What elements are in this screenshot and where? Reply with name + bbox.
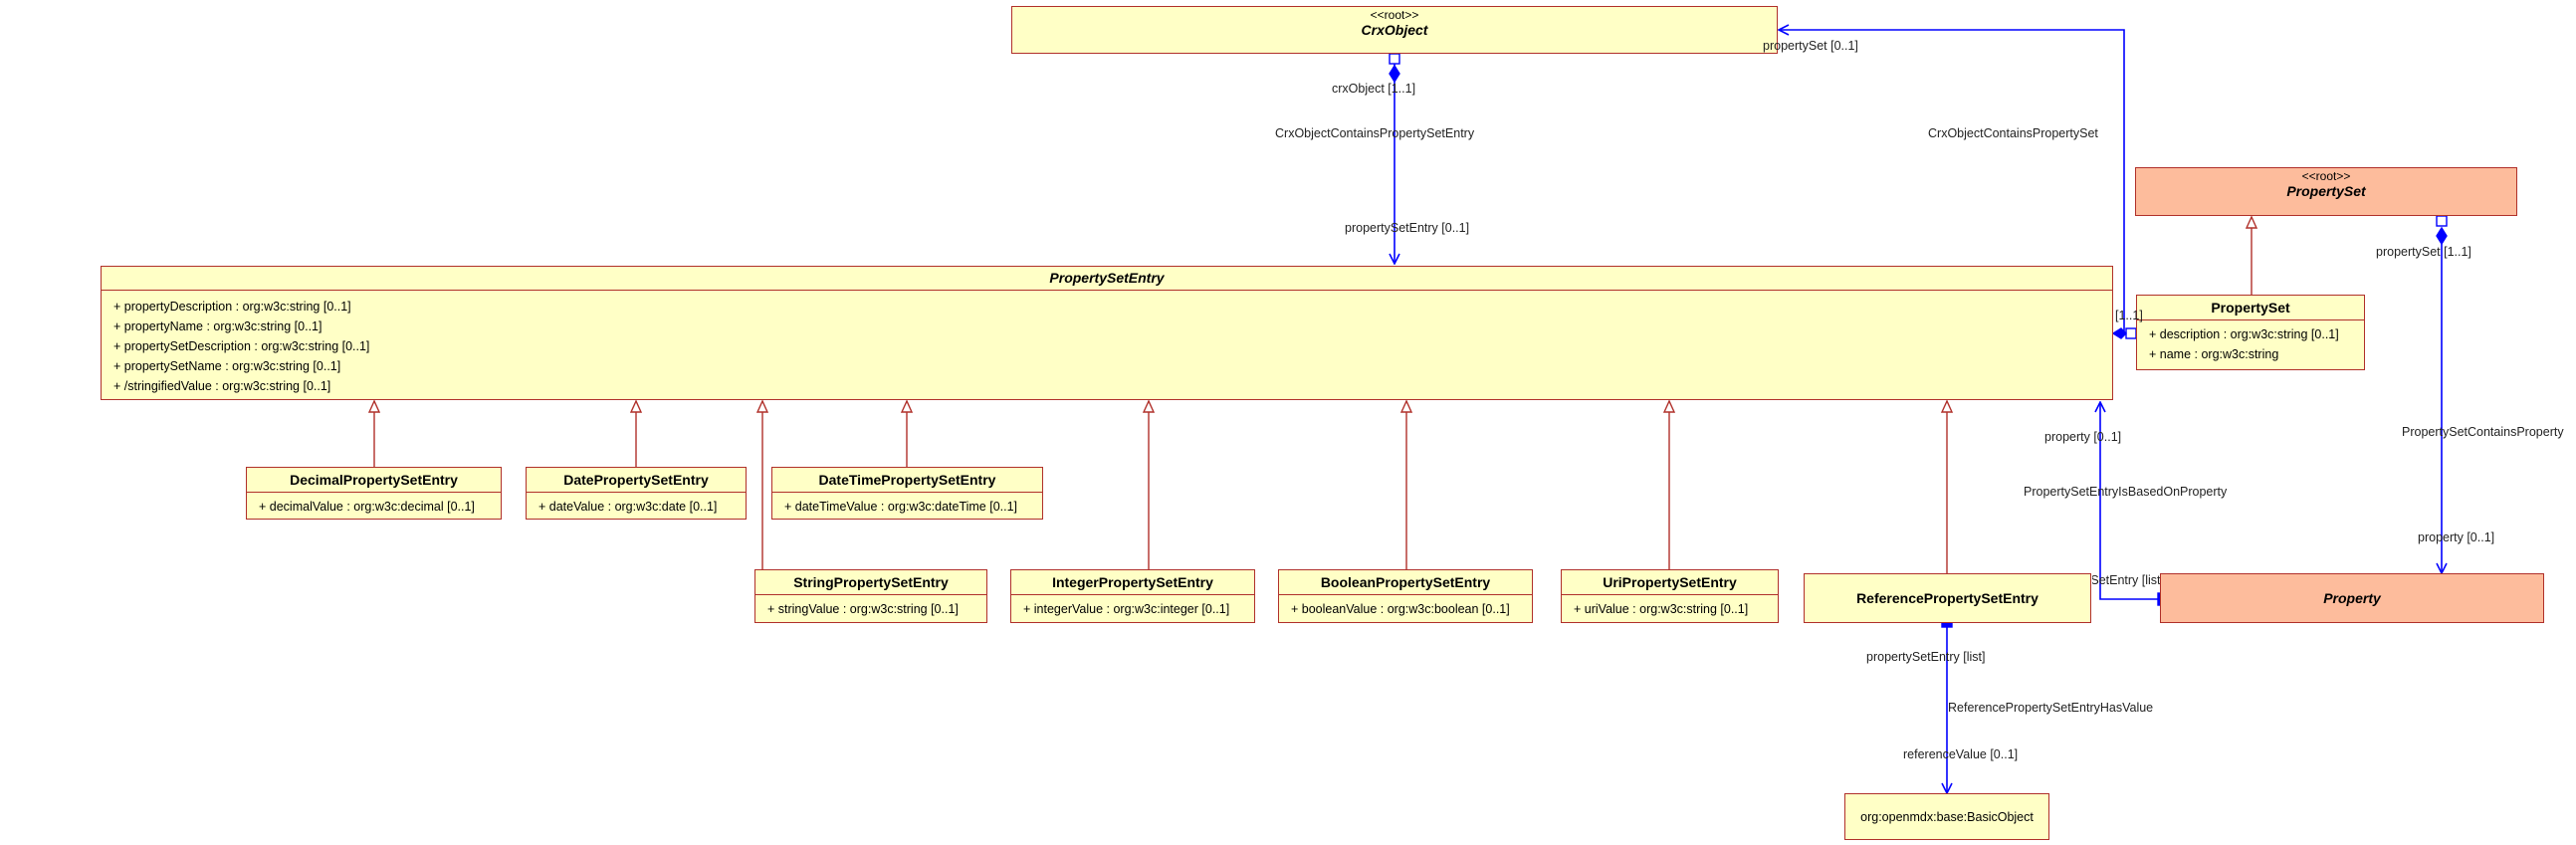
attribute-list: + dateValue : org:w3c:date [0..1] (527, 492, 746, 521)
attribute: + dateValue : org:w3c:date [0..1] (538, 500, 718, 514)
refvalue-multiplicity-label: referenceValue [0..1] (1903, 747, 2019, 761)
attribute-list: + uriValue : org:w3c:string [0..1] (1562, 594, 1778, 623)
class-integer-pse[interactable]: IntegerPropertySetEntry + integerValue :… (1010, 569, 1255, 623)
pse-list-multiplicity-label: propertySetEntry [list] (2092, 573, 2160, 587)
gen-tri-decimal (367, 399, 381, 413)
class-name: IntegerPropertySetEntry (1052, 574, 1213, 590)
crxobject-port (1389, 53, 1400, 65)
attribute-list: + stringValue : org:w3c:string [0..1] (755, 594, 986, 623)
generalization-lines (373, 228, 2253, 573)
attribute: + propertySetDescription : org:w3c:strin… (113, 339, 370, 353)
stereotype-label: <<root>> (1370, 8, 1419, 22)
gen-tri-boolean (1399, 399, 1413, 413)
class-date-pse[interactable]: DatePropertySetEntry + dateValue : org:w… (526, 467, 747, 520)
class-name: DateTimePropertySetEntry (818, 472, 996, 488)
propertyset-port (2125, 327, 2137, 339)
attribute: + stringValue : org:w3c:string [0..1] (767, 602, 959, 616)
ps-root-composition-diamond (2436, 226, 2448, 246)
assoc-propertyset-property-label: PropertySetContainsProperty (2402, 425, 2564, 439)
class-uri-pse[interactable]: UriPropertySetEntry + uriValue : org:w3c… (1561, 569, 1779, 623)
gen-tri-reference (1940, 399, 1954, 413)
pse-composition-diamond (2111, 327, 2127, 339)
class-name: BooleanPropertySetEntry (1320, 574, 1491, 590)
pse-list-label-clip: propertySetEntry [list] (2092, 573, 2160, 591)
class-name: UriPropertySetEntry (1603, 574, 1737, 590)
propertyset-multiplicity-label: propertySet [0..1] (1763, 39, 1858, 53)
ps-root-multiplicity-label: propertySet [1..1] (2376, 245, 2471, 259)
class-name: ReferencePropertySetEntry (1856, 590, 2039, 606)
class-name: DatePropertySetEntry (563, 472, 709, 488)
attribute: + description : org:w3c:string [0..1] (2149, 327, 2339, 341)
class-property[interactable]: Property (2160, 573, 2544, 623)
class-name: PropertySet (2286, 183, 2366, 199)
class-datetime-pse[interactable]: DateTimePropertySetEntry + dateTimeValue… (771, 467, 1043, 520)
crxobject-multiplicity-label: crxObject [1..1] (1332, 82, 1416, 96)
attribute: + /stringifiedValue : org:w3c:string [0.… (113, 379, 331, 393)
class-name: CrxObject (1361, 22, 1428, 38)
association-lines (1395, 30, 2442, 793)
attribute-list: + integerValue : org:w3c:integer [0..1] (1011, 594, 1254, 623)
gen-tri-uri (1662, 399, 1676, 413)
attribute: + name : org:w3c:string (2149, 347, 2279, 361)
attribute: + propertySetName : org:w3c:string [0..1… (113, 359, 341, 373)
assoc-pse-property-label: PropertySetEntryIsBasedOnProperty (2024, 485, 2228, 499)
attribute-list: + description : org:w3c:string [0..1] + … (2137, 319, 2364, 368)
gen-tri-datetime (900, 399, 914, 413)
assoc-reference-basicobject-label: ReferencePropertySetEntryHasValue (1948, 701, 2154, 715)
attribute-list: + decimalValue : org:w3c:decimal [0..1] (247, 492, 501, 521)
attribute: + dateTimeValue : org:w3c:dateTime [0..1… (784, 500, 1018, 514)
attribute-list: + booleanValue : org:w3c:boolean [0..1] (1279, 594, 1532, 623)
propertyset-side-multiplicity-label: [1..1] (2115, 309, 2143, 322)
class-decimal-pse[interactable]: DecimalPropertySetEntry + decimalValue :… (246, 467, 502, 520)
property-multiplicity-label: property [0..1] (2418, 530, 2495, 544)
attribute: + decimalValue : org:w3c:decimal [0..1] (259, 500, 475, 514)
class-basicobject[interactable]: org:openmdx:base:BasicObject (1844, 793, 2049, 840)
class-name: DecimalPropertySetEntry (290, 472, 458, 488)
pse-multiplicity-label: propertySetEntry [0..1] (1345, 221, 1470, 235)
property-multiplicity-label-2: property [0..1] (2044, 430, 2122, 444)
attribute: + integerValue : org:w3c:integer [0..1] (1023, 602, 1230, 616)
class-name: PropertySetEntry (1049, 270, 1165, 286)
assoc-pse-property (2100, 402, 2160, 600)
class-boolean-pse[interactable]: BooleanPropertySetEntry + booleanValue :… (1278, 569, 1533, 623)
generalization-triangles (367, 215, 2258, 413)
class-name: PropertySet (2211, 300, 2290, 316)
class-propertyset-root[interactable]: <<root>> PropertySet (2135, 167, 2517, 216)
class-propertysetentry[interactable]: PropertySetEntry + propertyDescription :… (101, 266, 2113, 400)
stereotype-label: <<root>> (2301, 169, 2351, 183)
assoc-crxobject-pse-label: CrxObjectContainsPropertySetEntry (1275, 126, 1475, 140)
class-propertyset[interactable]: PropertySet + description : org:w3c:stri… (2136, 295, 2365, 370)
pse-list-multiplicity-label-2: propertySetEntry [list] (1866, 650, 1986, 664)
ps-root-port (2436, 215, 2448, 227)
class-reference-pse[interactable]: ReferencePropertySetEntry (1804, 573, 2091, 623)
class-name: StringPropertySetEntry (793, 574, 949, 590)
class-string-pse[interactable]: StringPropertySetEntry + stringValue : o… (754, 569, 987, 623)
crxobject-composition-diamond (1389, 64, 1400, 84)
class-crxobject[interactable]: <<root>> CrxObject (1011, 6, 1778, 54)
class-name: org:openmdx:base:BasicObject (1860, 809, 2034, 824)
gen-tri-integer (1142, 399, 1156, 413)
attribute: + booleanValue : org:w3c:boolean [0..1] (1291, 602, 1510, 616)
assoc-crxobject-propertyset-label: CrxObjectContainsPropertySet (1928, 126, 2098, 140)
attribute: + propertyName : org:w3c:string [0..1] (113, 319, 322, 333)
gen-tri-date (629, 399, 643, 413)
class-name: Property (2323, 590, 2381, 606)
gen-tri-string (755, 399, 769, 413)
gen-tri-propertyset (2245, 215, 2258, 229)
attribute: + propertyDescription : org:w3c:string [… (113, 300, 351, 314)
attribute-list: + propertyDescription : org:w3c:string [… (102, 290, 2112, 402)
attribute: + uriValue : org:w3c:string [0..1] (1574, 602, 1749, 616)
attribute-list: + dateTimeValue : org:w3c:dateTime [0..1… (772, 492, 1042, 521)
